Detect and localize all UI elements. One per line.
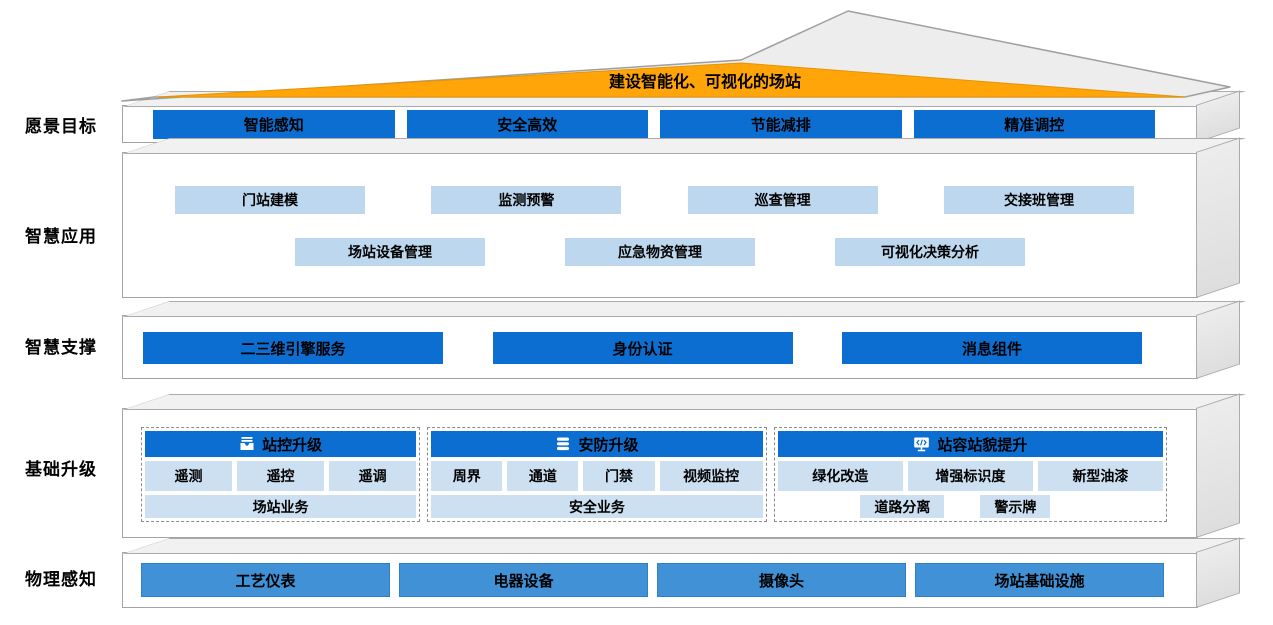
group-header: 站控升级 xyxy=(145,431,417,457)
app-item: 监测预警 xyxy=(431,186,622,214)
app-item: 应急物资管理 xyxy=(565,238,755,266)
support-item: 二三维引擎服务 xyxy=(143,332,443,364)
physical-item: 电器设备 xyxy=(399,563,648,597)
upgrade-item: 门禁 xyxy=(583,461,655,491)
upgrade-group-security: 安防升级 周界 通道 门禁 视频监控 安全业务 xyxy=(427,427,767,522)
group-title: 站容站貌提升 xyxy=(937,436,1028,454)
inbox-icon xyxy=(240,437,254,450)
upgrade-group-station-control: 站控升级 遥测 遥控 遥调 场站业务 xyxy=(141,427,421,522)
roof-banner: 建设智能化、可视化的场站 xyxy=(120,6,1240,105)
vision-item: 精准调控 xyxy=(913,109,1155,139)
apps-layer: 门站建模 监测预警 巡查管理 交接班管理 场站设备管理 应急物资管理 可视化决策… xyxy=(122,152,1198,298)
support-layer: 二三维引擎服务 身份认证 消息组件 xyxy=(122,315,1198,379)
physical-layer: 工艺仪表 电器设备 摄像头 场站基础设施 xyxy=(122,552,1198,608)
group-header: 安防升级 xyxy=(431,431,763,457)
layer-label-apps: 智慧应用 xyxy=(25,227,97,246)
layer-label-vision: 愿景目标 xyxy=(25,117,97,136)
support-item: 消息组件 xyxy=(842,332,1142,364)
vision-layer: 智能感知 安全高效 节能减排 精准调控 xyxy=(122,105,1198,143)
support-item: 身份认证 xyxy=(492,332,793,364)
upgrade-group-appearance: 站容站貌提升 绿化改造 增强标识度 新型油漆 道路分离 警示牌 xyxy=(773,427,1167,522)
layer-label-physical: 物理感知 xyxy=(25,570,97,589)
group-header: 站容站貌提升 xyxy=(777,431,1163,457)
upgrade-item: 遥控 xyxy=(237,461,325,491)
roof-title: 建设智能化、可视化的场站 xyxy=(608,74,801,91)
group-title: 站控升级 xyxy=(262,436,323,454)
upgrade-item: 遥测 xyxy=(145,461,233,491)
upgrade-item: 警示牌 xyxy=(980,495,1051,518)
upgrade-item: 绿化改造 xyxy=(777,461,903,491)
upgrade-item: 新型油漆 xyxy=(1037,461,1163,491)
upgrade-item: 道路分离 xyxy=(860,495,945,518)
physical-item: 工艺仪表 xyxy=(141,563,390,597)
group-title: 安防升级 xyxy=(578,436,639,454)
code-monitor-icon xyxy=(914,437,930,451)
roof-shape xyxy=(121,10,1231,102)
upgrade-item: 视频监控 xyxy=(659,461,763,491)
app-item: 交接班管理 xyxy=(943,186,1134,214)
upgrade-item: 增强标识度 xyxy=(907,461,1033,491)
group-footer: 场站业务 xyxy=(145,495,417,518)
vision-item: 节能减排 xyxy=(660,109,902,139)
app-item: 可视化决策分析 xyxy=(835,238,1025,266)
upgrade-layer: 站控升级 遥测 遥控 遥调 场站业务 安防升级 xyxy=(122,408,1198,538)
vision-item: 智能感知 xyxy=(153,109,395,139)
vision-item: 安全高效 xyxy=(406,109,648,139)
layer-label-support: 智慧支撑 xyxy=(25,338,97,357)
layer-label-upgrade: 基础升级 xyxy=(25,460,97,479)
app-item: 门站建模 xyxy=(175,186,365,214)
app-item: 场站设备管理 xyxy=(295,238,485,266)
upgrade-item: 通道 xyxy=(507,461,579,491)
database-icon xyxy=(557,437,570,451)
upgrade-item: 遥调 xyxy=(329,461,417,491)
physical-item: 场站基础设施 xyxy=(915,563,1164,597)
physical-item: 摄像头 xyxy=(657,563,906,597)
app-item: 巡查管理 xyxy=(687,186,878,214)
upgrade-item: 周界 xyxy=(431,461,503,491)
group-footer: 安全业务 xyxy=(431,495,763,518)
